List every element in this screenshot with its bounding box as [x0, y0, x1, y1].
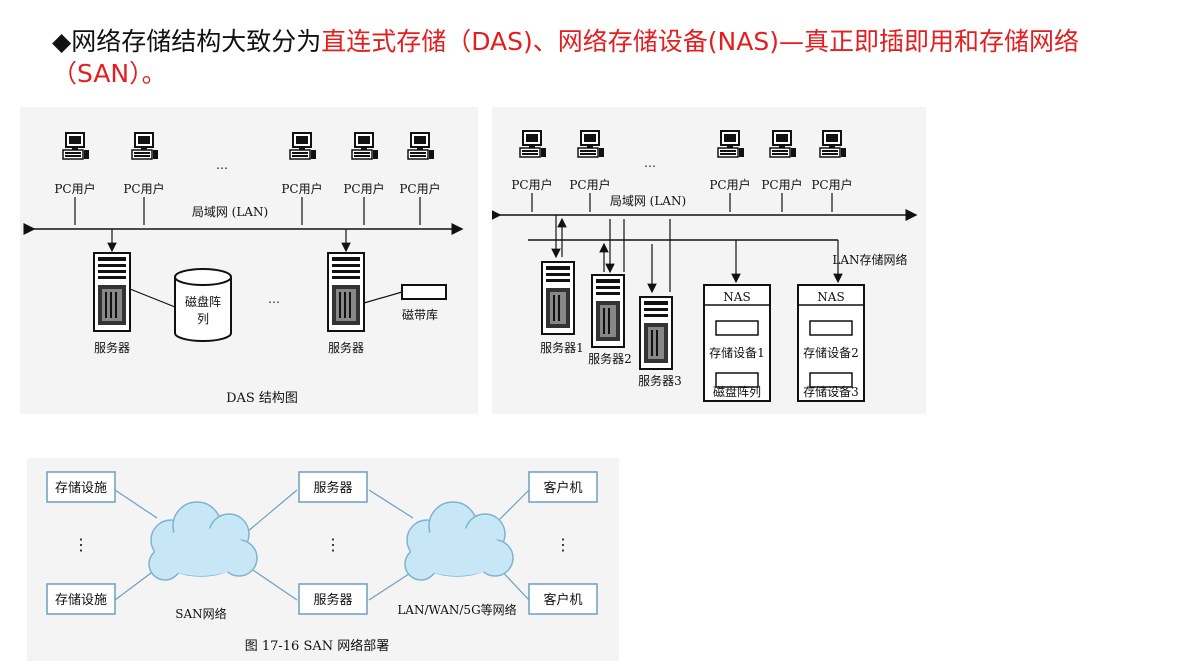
server-label: 服务器3 — [638, 373, 682, 388]
wan-network-label: LAN/WAN/5G等网络 — [397, 602, 516, 617]
headline-highlight: 直连式存储（DAS)、网络存储设备(NAS)—真正即插即用和存储网络（SAN）。 — [52, 27, 1079, 88]
server-label: 服务器2 — [588, 351, 632, 366]
bullet-icon: ◆ — [52, 27, 72, 56]
pc-user-icon — [519, 130, 547, 158]
headline-lead: 网络存储结构大致分为 — [71, 27, 322, 56]
san-cloud-icon — [148, 501, 258, 581]
disk-array-label: 磁盘阵列 — [713, 384, 761, 399]
nas-svg: PC用户 PC用户 … PC用户 PC用户 PC用户 局域网 (LAN) LAN… — [492, 130, 918, 402]
pc-user-label: PC用户 — [511, 177, 552, 192]
nas-device — [703, 284, 771, 402]
pc-user-icon — [769, 130, 797, 158]
pc-user-label: PC用户 — [709, 177, 750, 192]
pc-user-icon — [407, 132, 435, 160]
san-caption: 图 17-16 SAN 网络部署 — [245, 638, 390, 654]
server-icon — [639, 296, 673, 370]
wan-cloud-icon — [404, 501, 514, 581]
pc-user-label: PC用户 — [399, 181, 440, 196]
san-links — [114, 489, 530, 601]
pc-user-icon — [717, 130, 745, 158]
storage-links — [551, 215, 843, 294]
server-label: 服务器 — [94, 340, 130, 355]
pc-ellipsis: … — [216, 158, 228, 172]
san-diagram: 存储设施 ⋮ 存储设施 服务器 ⋮ 服务器 客户机 ⋮ 客户机 SAN网络 LA… — [27, 458, 619, 661]
server-icon — [93, 252, 131, 332]
das-svg: PC用户 PC用户 … PC用户 PC用户 PC用户 局域网 (LAN) 服务器… — [23, 132, 464, 406]
server-label: 服务器1 — [540, 340, 584, 355]
nas-diagram: PC用户 PC用户 … PC用户 PC用户 PC用户 局域网 (LAN) LAN… — [492, 107, 926, 414]
pc-user-label: PC用户 — [811, 177, 852, 192]
vertical-ellipsis: ⋮ — [73, 535, 89, 554]
pc-user-label: PC用户 — [123, 181, 164, 196]
das-diagram: PC用户 PC用户 … PC用户 PC用户 PC用户 局域网 (LAN) 服务器… — [20, 107, 478, 414]
nas-title: NAS — [817, 290, 844, 304]
storage-device-label: 存储设备1 — [709, 345, 765, 360]
das-caption: DAS 结构图 — [226, 391, 298, 406]
pc-user-label: PC用户 — [281, 181, 322, 196]
disk-array-icon — [174, 268, 232, 342]
pc-user-label: PC用户 — [569, 177, 610, 192]
storage-facility-label: 存储设施 — [55, 481, 107, 496]
storage-facility-box — [46, 471, 116, 503]
disk-array-label: 磁盘阵 — [185, 294, 221, 309]
server-label: 服务器 — [313, 480, 352, 496]
pc-user-label: PC用户 — [54, 181, 95, 196]
headline: ◆网络存储结构大致分为直连式存储（DAS)、网络存储设备(NAS)—真正即插即用… — [52, 26, 1142, 90]
disk-array-label: 列 — [197, 312, 209, 326]
vertical-ellipsis: ⋮ — [555, 535, 571, 554]
lan-storage-label: LAN存储网络 — [832, 252, 907, 267]
pc-drop-lines — [531, 193, 833, 212]
pc-drop-lines — [74, 197, 421, 225]
server-icon — [541, 261, 575, 335]
vertical-ellipsis: ⋮ — [325, 535, 341, 554]
server-label: 服务器 — [313, 592, 352, 608]
pc-user-icon — [62, 132, 90, 160]
pc-user-label: PC用户 — [343, 181, 384, 196]
pc-user-icon — [351, 132, 379, 160]
san-svg: 存储设施 ⋮ 存储设施 服务器 ⋮ 服务器 客户机 ⋮ 客户机 SAN网络 LA… — [46, 471, 598, 654]
pc-user-icon — [289, 132, 317, 160]
pc-user-label: PC用户 — [761, 177, 802, 192]
client-box — [528, 471, 598, 503]
storage-device-label: 存储设备3 — [803, 384, 859, 399]
lan-label: 局域网 (LAN) — [192, 205, 268, 219]
nas-title: NAS — [723, 290, 750, 304]
lan-label: 局域网 (LAN) — [610, 194, 686, 208]
server-box — [298, 583, 368, 615]
pc-user-icon — [577, 130, 605, 158]
storage-facility-label: 存储设施 — [55, 593, 107, 608]
storage-device-label: 存储设备2 — [803, 345, 859, 360]
client-box — [528, 583, 598, 615]
server-ellipsis: … — [268, 292, 280, 306]
pc-user-icon — [819, 130, 847, 158]
pc-user-icon — [131, 132, 159, 160]
client-label: 客户机 — [543, 480, 582, 496]
pc-ellipsis: … — [644, 156, 656, 170]
san-network-label: SAN网络 — [175, 606, 226, 621]
tape-library-icon — [401, 284, 447, 300]
client-label: 客户机 — [543, 592, 582, 608]
server-label: 服务器 — [328, 340, 364, 355]
server-box — [298, 471, 368, 503]
nas-device — [797, 284, 865, 402]
storage-facility-box — [46, 583, 116, 615]
server-icon — [591, 274, 625, 348]
server-icon — [327, 252, 365, 332]
tape-library-label: 磁带库 — [402, 307, 438, 322]
